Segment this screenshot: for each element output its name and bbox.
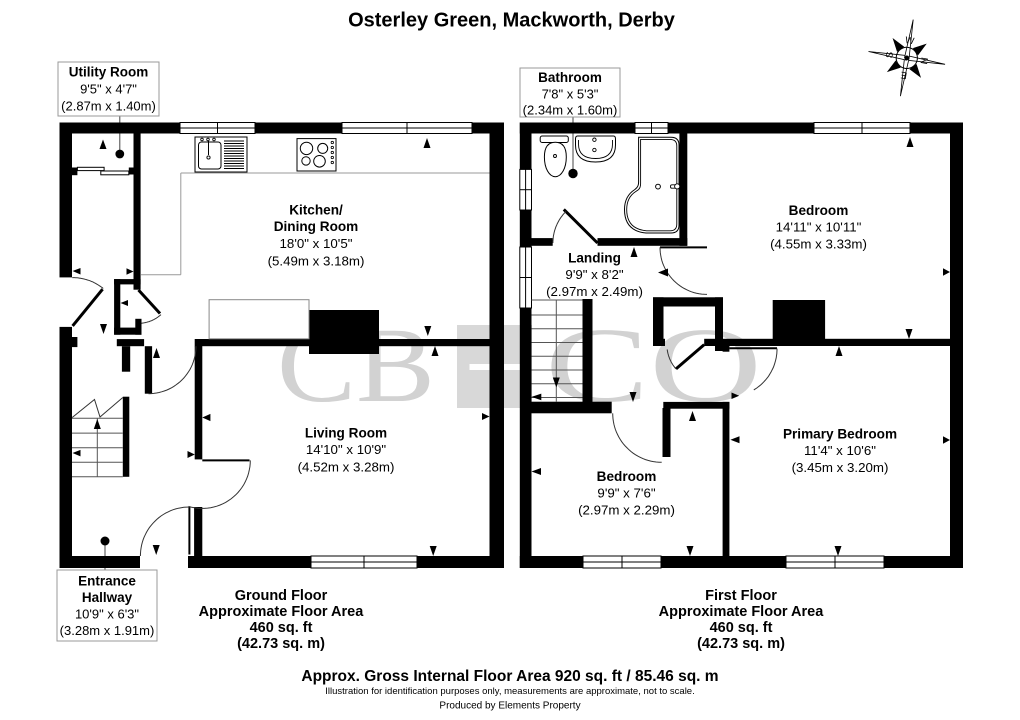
svg-text:Dining Room: Dining Room	[274, 219, 359, 234]
svg-text:Approximate Floor Area: Approximate Floor Area	[199, 604, 365, 620]
svg-text:Entrance: Entrance	[78, 574, 136, 589]
svg-text:9'9" x 7'6": 9'9" x 7'6"	[597, 486, 655, 501]
svg-text:Ground Floor: Ground Floor	[235, 588, 328, 604]
svg-text:(4.55m x 3.33m): (4.55m x 3.33m)	[770, 237, 867, 252]
svg-text:14'11" x 10'11": 14'11" x 10'11"	[776, 220, 862, 235]
svg-text:Approx. Gross Internal Floor A: Approx. Gross Internal Floor Area 920 sq…	[301, 668, 718, 685]
svg-text:Primary Bedroom: Primary Bedroom	[783, 427, 897, 442]
svg-text:Bathroom: Bathroom	[538, 70, 602, 85]
svg-text:N: N	[918, 56, 930, 65]
svg-text:14'10" x 10'9": 14'10" x 10'9"	[306, 442, 387, 457]
svg-text:(2.97m x 2.29m): (2.97m x 2.29m)	[578, 503, 675, 518]
svg-text:Bedroom: Bedroom	[597, 469, 657, 484]
svg-text:Bedroom: Bedroom	[789, 203, 849, 218]
svg-text:E: E	[900, 69, 908, 81]
svg-text:(42.73 sq. m): (42.73 sq. m)	[237, 636, 325, 652]
svg-text:10'9" x 6'3": 10'9" x 6'3"	[75, 607, 139, 622]
svg-text:(2.34m x 1.60m): (2.34m x 1.60m)	[523, 103, 618, 118]
svg-text:7'8" x 5'3": 7'8" x 5'3"	[542, 87, 599, 102]
svg-text:Utility Room: Utility Room	[69, 65, 149, 80]
svg-text:Living Room: Living Room	[305, 426, 387, 441]
svg-text:(2.87m x 1.40m): (2.87m x 1.40m)	[61, 99, 156, 114]
svg-text:9'5" x 4'7": 9'5" x 4'7"	[80, 82, 137, 97]
svg-text:9'9" x 8'2": 9'9" x 8'2"	[565, 267, 623, 282]
svg-text:460 sq. ft: 460 sq. ft	[250, 620, 313, 636]
svg-text:(3.45m x 3.20m): (3.45m x 3.20m)	[792, 460, 889, 475]
svg-text:Landing: Landing	[568, 251, 621, 266]
svg-text:Hallway: Hallway	[82, 590, 133, 605]
svg-text:W: W	[904, 35, 915, 47]
svg-text:First Floor: First Floor	[705, 588, 777, 604]
svg-text:(2.97m x 2.49m): (2.97m x 2.49m)	[546, 284, 643, 299]
svg-text:Illustration for identificatio: Illustration for identification purposes…	[325, 686, 694, 697]
svg-text:Produced by Elements Property: Produced by Elements Property	[439, 701, 580, 712]
svg-text:(4.52m x 3.28m): (4.52m x 3.28m)	[298, 460, 395, 475]
svg-text:(5.49m x 3.18m): (5.49m x 3.18m)	[268, 254, 365, 269]
svg-text:11'4" x 10'6": 11'4" x 10'6"	[804, 443, 876, 458]
svg-text:(3.28m x 1.91m): (3.28m x 1.91m)	[60, 623, 155, 638]
svg-text:(42.73 sq. m): (42.73 sq. m)	[697, 636, 785, 652]
svg-text:18'0" x 10'5": 18'0" x 10'5"	[280, 236, 353, 251]
svg-text:S: S	[884, 51, 896, 59]
svg-text:Approximate Floor Area: Approximate Floor Area	[659, 604, 825, 620]
svg-text:Osterley Green, Mackworth, Der: Osterley Green, Mackworth, Derby	[348, 10, 676, 32]
svg-text:460 sq. ft: 460 sq. ft	[710, 620, 773, 636]
svg-text:Kitchen/: Kitchen/	[289, 203, 343, 218]
